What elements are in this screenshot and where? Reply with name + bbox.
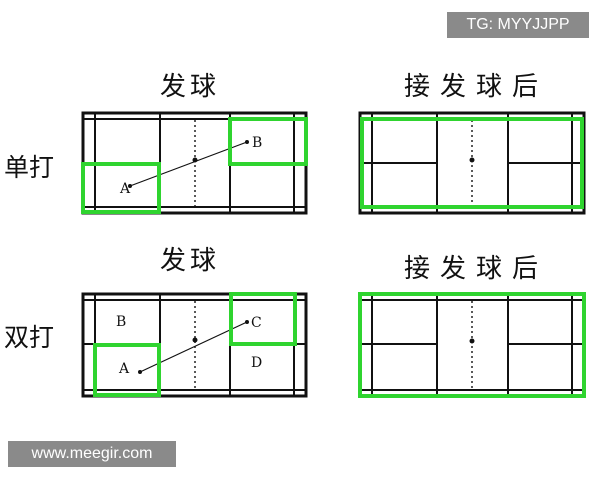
doubles-pos-a: A	[118, 361, 130, 377]
doubles-pos-d: D	[251, 355, 262, 371]
singles-after-return-court	[358, 111, 586, 215]
doubles-serve-court: B A C D	[81, 292, 308, 398]
doubles-pos-c: C	[251, 315, 262, 331]
singles-pos-a: A	[119, 181, 131, 197]
singles-pos-b: B	[252, 135, 262, 151]
singles-receiver-zone	[228, 117, 308, 166]
doubles-pos-b: B	[116, 314, 126, 330]
singles-server-zone	[81, 162, 161, 214]
doubles-after-return-court	[358, 292, 586, 398]
singles-row-label: 单打	[4, 153, 55, 182]
doubles-coverage-zone	[358, 292, 586, 398]
doubles-after-return-title: 接发球后	[404, 254, 549, 284]
singles-coverage-zone	[360, 117, 584, 209]
doubles-receiver-zone	[229, 292, 297, 346]
doubles-row-label: 双打	[4, 323, 55, 352]
singles-after-return-title: 接发球后	[404, 72, 549, 102]
singles-serve-title: 发球	[160, 72, 221, 102]
watermark-top: TG: MYYJJPP	[447, 12, 589, 38]
doubles-serve-title: 发球	[160, 246, 221, 276]
watermark-bottom: www.meegir.com	[8, 441, 176, 467]
singles-serve-court: A B	[81, 111, 308, 215]
doubles-server-zone	[93, 343, 161, 397]
